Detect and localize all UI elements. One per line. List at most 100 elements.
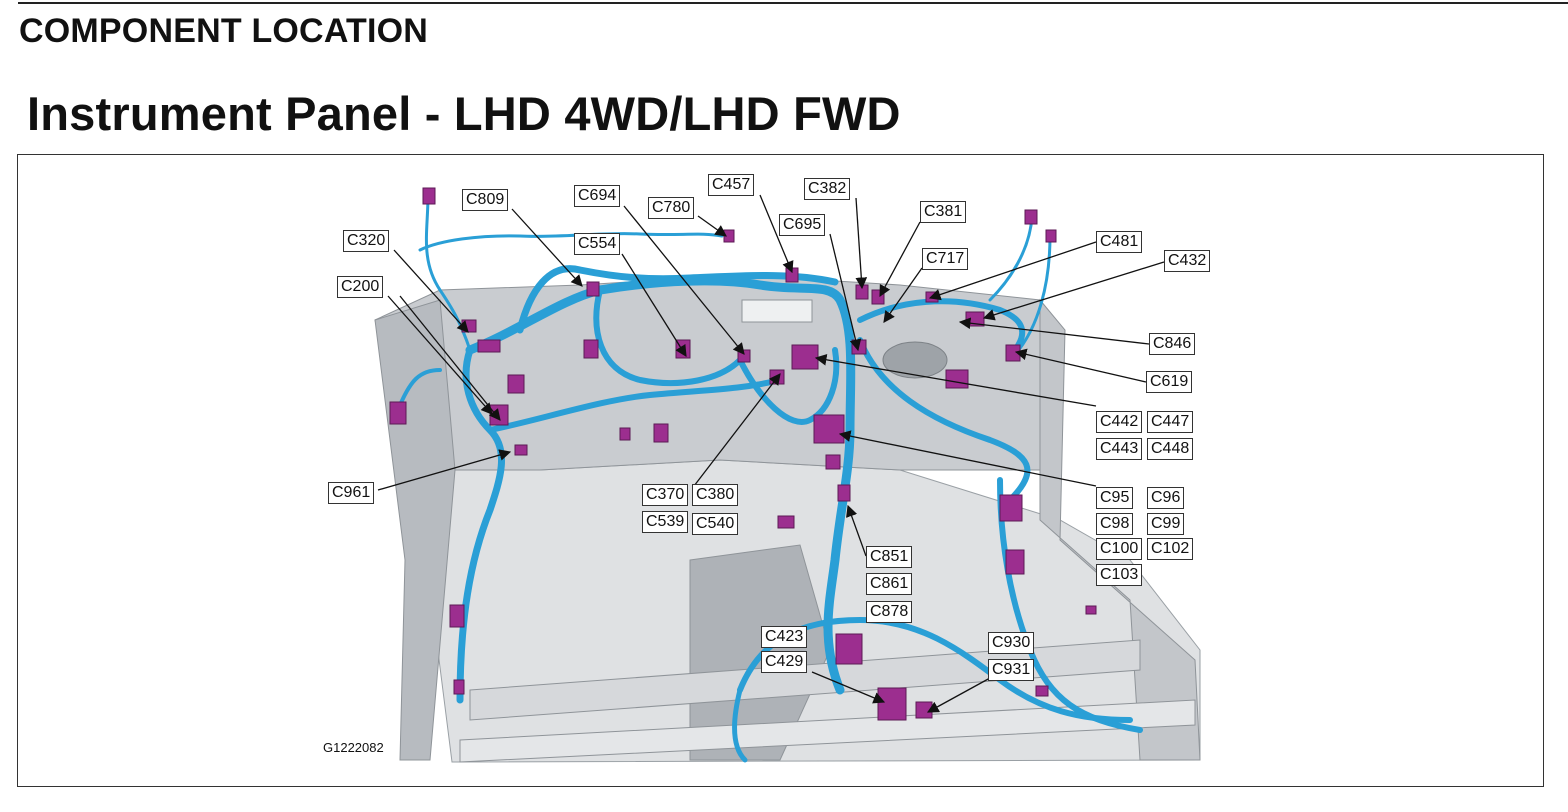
leader-c457	[759, 194, 794, 274]
connector-block	[489, 404, 509, 426]
cowl-opening	[882, 341, 948, 379]
callout-c930: C930	[988, 632, 1035, 654]
leader-c717	[883, 267, 923, 323]
callout-c481: C481	[1096, 231, 1143, 253]
figure-id: G1222082	[323, 740, 384, 755]
connector-block	[1045, 229, 1057, 243]
connector-block	[945, 369, 969, 389]
connector-block	[507, 374, 525, 394]
leader-c442	[814, 354, 1097, 407]
callout-c96: C96	[1147, 487, 1185, 509]
callout-c846: C846	[1149, 333, 1196, 355]
leader-c809	[511, 208, 583, 287]
cross-member-rear	[459, 699, 1196, 763]
connector-block	[586, 281, 600, 297]
page-title: Instrument Panel - LHD 4WD/LHD FWD	[27, 87, 901, 140]
connector-block	[1005, 549, 1025, 575]
connector-block	[999, 494, 1023, 522]
connector-block	[837, 484, 851, 502]
callout-c554: C554	[574, 233, 621, 255]
connector-block	[1085, 605, 1097, 615]
leader-c320	[393, 249, 469, 333]
leader-c370	[693, 373, 781, 487]
connector-block	[835, 633, 863, 665]
callout-c540: C540	[692, 513, 739, 535]
callout-c619: C619	[1146, 371, 1193, 393]
connector-block	[619, 427, 631, 441]
callout-c878: C878	[866, 601, 913, 623]
connector-block	[514, 444, 528, 456]
leader-c200b	[399, 295, 501, 421]
connector-block	[825, 454, 841, 470]
harness-center-down	[737, 347, 840, 425]
connector-block	[453, 679, 465, 695]
connector-block	[461, 319, 477, 333]
connector-block	[1024, 209, 1038, 225]
connector-block	[477, 339, 501, 353]
leader-c961	[377, 449, 512, 491]
harness-right-loop	[857, 337, 1031, 503]
callout-c98: C98	[1096, 513, 1134, 535]
harness-mid-loop	[593, 287, 743, 387]
callout-c931: C931	[988, 659, 1035, 681]
cowl-window	[741, 299, 813, 323]
harness-left-branch	[456, 346, 506, 704]
leader-c619	[1014, 348, 1147, 383]
connector-block	[813, 414, 845, 444]
leader-c432	[982, 261, 1165, 321]
connector-block	[449, 604, 465, 628]
callout-c382: C382	[804, 178, 851, 200]
leader-c695	[829, 233, 862, 352]
connector-block	[389, 401, 407, 425]
connector-block	[422, 187, 436, 205]
leader-c846	[958, 317, 1150, 345]
callout-c429: C429	[761, 651, 808, 673]
section-title: COMPONENT LOCATION	[19, 12, 429, 50]
callout-c103: C103	[1096, 564, 1143, 586]
connector-block	[877, 687, 907, 721]
top-rule	[18, 2, 1568, 4]
connector-block	[915, 701, 933, 719]
harness-floor-left	[732, 687, 748, 763]
callout-c961: C961	[328, 482, 375, 504]
callout-c423: C423	[761, 626, 808, 648]
connector-block	[791, 344, 819, 370]
leader-c200	[387, 295, 493, 415]
connector-block	[653, 423, 669, 443]
harness-top-wire	[418, 232, 724, 252]
harness-lower-left	[487, 377, 783, 433]
callout-c432: C432	[1164, 250, 1211, 272]
callout-c809: C809	[462, 189, 509, 211]
callout-c780: C780	[648, 197, 695, 219]
leader-c554	[621, 253, 687, 357]
leader-c931	[926, 677, 991, 713]
callout-c442: C442	[1096, 411, 1143, 433]
callout-c381: C381	[920, 201, 967, 223]
leader-c382	[855, 197, 868, 290]
callout-c100: C100	[1096, 538, 1143, 560]
callout-c447: C447	[1147, 411, 1194, 433]
connector-block	[1035, 685, 1049, 697]
harness-upper-loop	[516, 265, 839, 334]
callout-c380: C380	[692, 484, 739, 506]
callout-c851: C851	[866, 546, 913, 568]
callout-c320: C320	[343, 230, 390, 252]
callout-c539: C539	[642, 511, 689, 533]
callout-c102: C102	[1147, 538, 1194, 560]
callout-c448: C448	[1147, 438, 1194, 460]
leader-c95	[838, 430, 1097, 487]
callout-c457: C457	[708, 174, 755, 196]
callout-c861: C861	[866, 573, 913, 595]
callout-c370: C370	[642, 484, 689, 506]
callout-c717: C717	[922, 248, 969, 270]
callout-c95: C95	[1096, 487, 1134, 509]
connector-block	[777, 515, 795, 529]
connector-block	[583, 339, 599, 359]
leader-c381	[879, 221, 921, 298]
callout-c694: C694	[574, 185, 621, 207]
leader-c481	[928, 241, 1097, 301]
leader-c780	[697, 215, 727, 237]
callout-c443: C443	[1096, 438, 1143, 460]
callout-c99: C99	[1147, 513, 1185, 535]
